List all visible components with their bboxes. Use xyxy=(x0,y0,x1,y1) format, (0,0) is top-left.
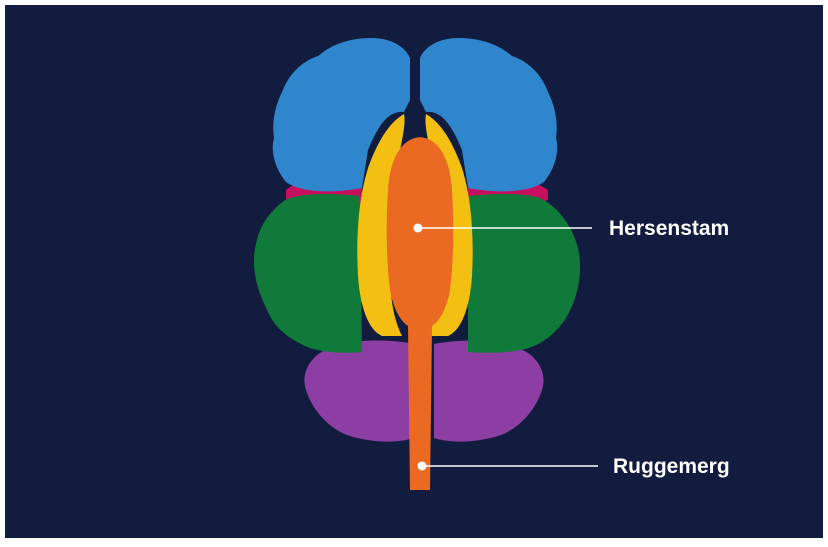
right-purple-lobe xyxy=(434,341,544,442)
spinal-cord-pointer-dot xyxy=(418,462,427,471)
right-green-lobe xyxy=(468,194,580,353)
brainstem-label: Hersenstam xyxy=(609,217,729,240)
brainstem-pointer-dot xyxy=(414,224,423,233)
left-green-lobe xyxy=(254,194,362,353)
spinal-cord-label: Ruggemerg xyxy=(613,455,730,478)
left-purple-lobe xyxy=(304,341,414,442)
